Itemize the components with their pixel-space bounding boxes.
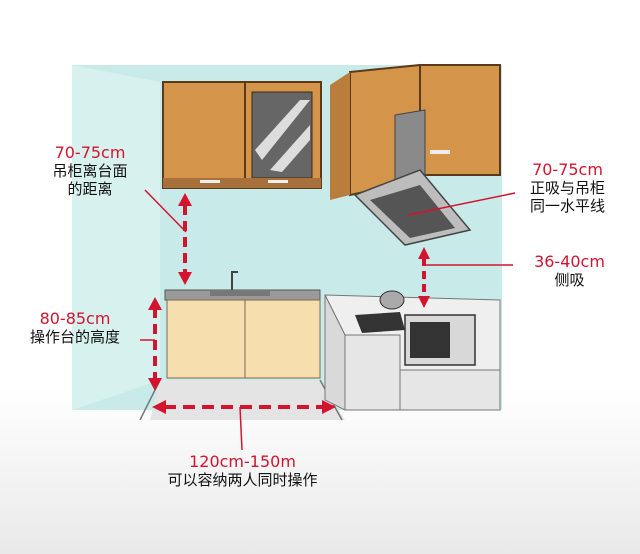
faucet [231, 271, 238, 290]
text-line: 正吸与吊柜 [529, 179, 605, 198]
text-line: 可以容纳两人同时操作 [167, 471, 318, 490]
leader-line-aisle-width [239, 406, 243, 451]
label-wall-cabinet-gap: 70-75cm 吊柜离台面 的距离 [20, 143, 160, 198]
kettle [379, 290, 405, 310]
sink [210, 290, 270, 296]
value-aisle-width: 120cm-150m [189, 452, 296, 471]
left-wall-cabinet [162, 81, 322, 189]
text-line: 侧吸 [554, 271, 585, 290]
text-line: 吊柜离台面 [52, 162, 128, 181]
annotation-marks [140, 189, 516, 451]
leader-line-hood-front [407, 192, 516, 216]
text-line: 的距离 [67, 180, 113, 199]
range-hood [353, 109, 472, 246]
value-hood-front: 70-75cm [532, 160, 603, 179]
value-counter-height: 80-85cm [39, 309, 111, 328]
floor [150, 380, 345, 420]
right-counter [324, 290, 501, 411]
value-wall-cabinet-gap: 70-75cm [54, 143, 126, 162]
left-wall [72, 65, 160, 410]
text-line: 同一水平线 [529, 197, 605, 216]
label-aisle-width: 120cm-150m 可以容纳两人同时操作 [130, 452, 355, 489]
label-hood-side: 36-40cm 侧吸 [512, 252, 627, 289]
leader-line-cabinet-gap [144, 189, 187, 233]
cooktop [355, 312, 405, 333]
left-counter [164, 271, 321, 379]
value-hood-side: 36-40cm [534, 252, 605, 271]
right-wall-cabinet [330, 63, 501, 200]
label-hood-front: 70-75cm 正吸与吊柜 同一水平线 [505, 160, 630, 215]
text-line: 操作台的高度 [29, 328, 120, 347]
label-counter-height: 80-85cm 操作台的高度 [10, 309, 140, 346]
